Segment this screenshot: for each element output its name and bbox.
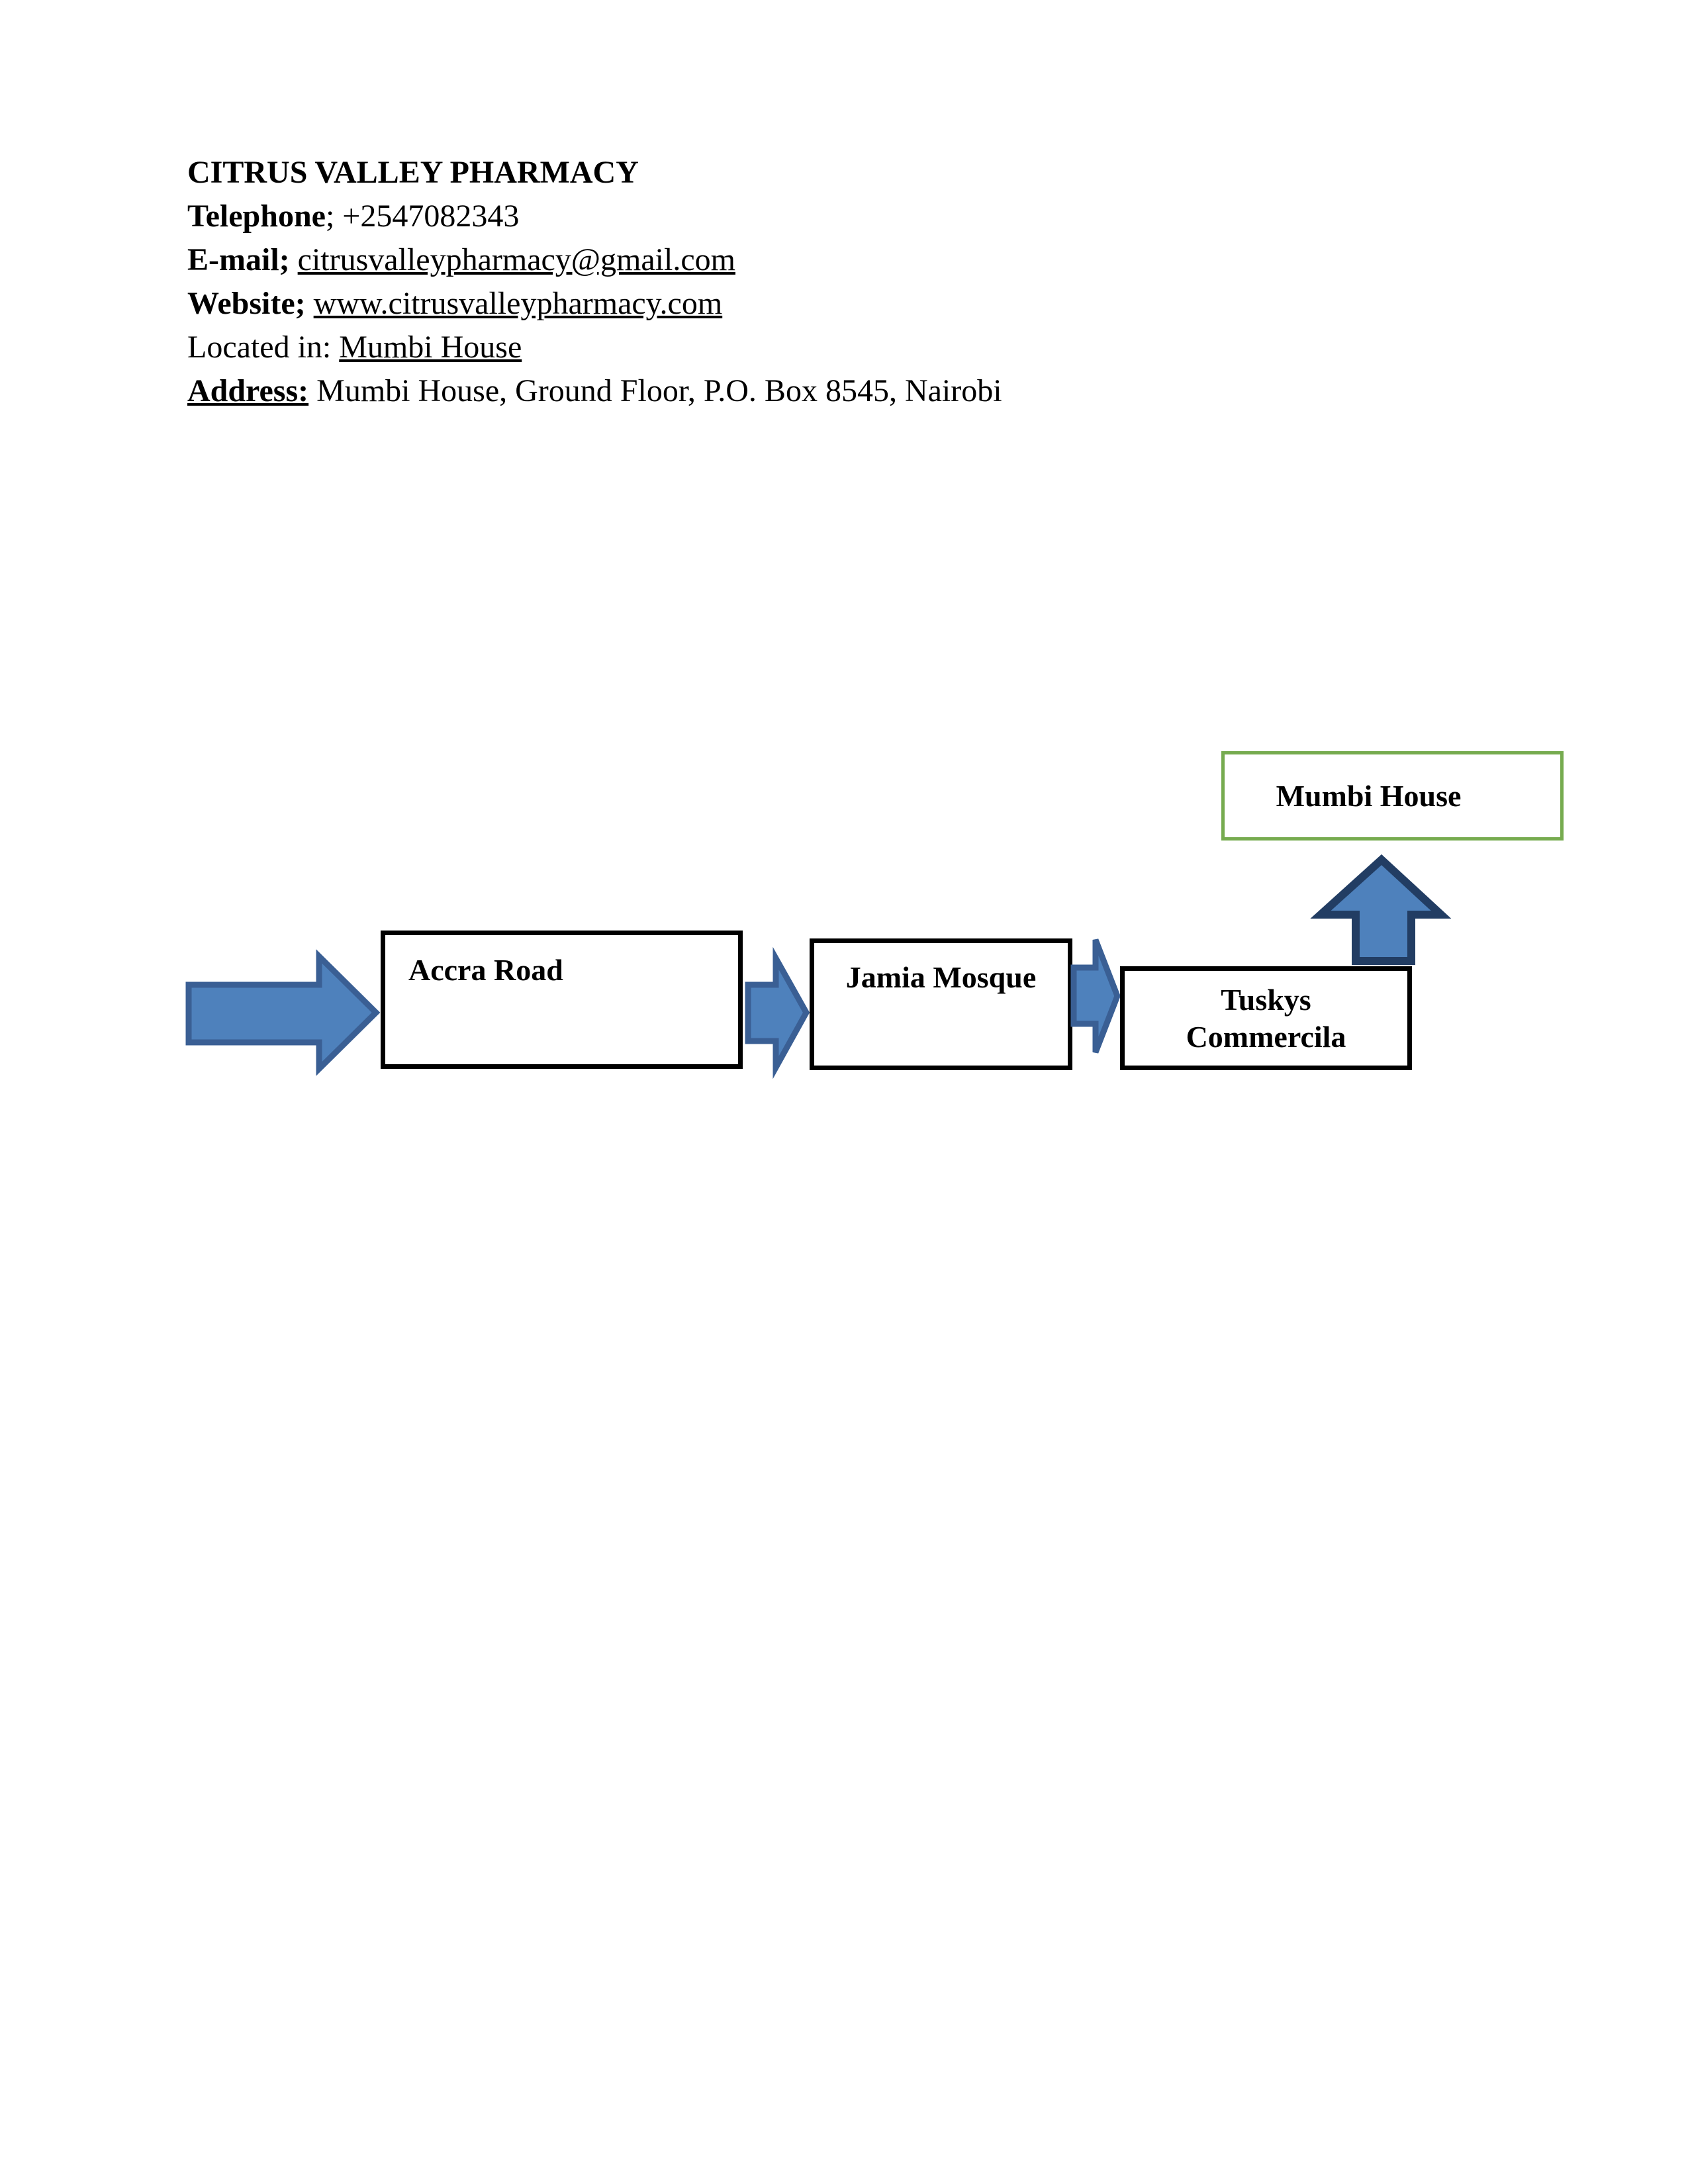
up-arrow-icon — [1310, 854, 1452, 965]
box-jamia-mosque-label: Jamia Mosque — [845, 960, 1037, 994]
destination-box-label: Mumbi House — [1276, 778, 1462, 813]
right-arrow-jamia-to-tuskys-icon — [1070, 938, 1121, 1054]
located-in-value: Mumbi House — [339, 330, 522, 365]
box-accra-road: Accra Road — [381, 931, 743, 1069]
located-in-label: Located in: — [187, 330, 332, 365]
destination-box-mumbi-house: Mumbi House — [1221, 751, 1564, 841]
address-label: Address: — [187, 373, 309, 408]
located-in-line: Located in:Mumbi House — [187, 326, 1002, 369]
right-arrow-accra-to-jamia-icon — [745, 946, 810, 1079]
box-tuskys-commercila: Tuskys Commercila — [1120, 966, 1412, 1070]
email-line: E-mail;citrusvalleypharmacy@gmail.com — [187, 238, 1002, 282]
telephone-label: Telephone — [187, 199, 326, 234]
address-value: Mumbi House, Ground Floor, P.O. Box 8545… — [316, 373, 1002, 408]
website-value: www.citrusvalleypharmacy.com — [313, 286, 723, 321]
start-right-arrow-icon — [185, 949, 381, 1076]
box-accra-road-label: Accra Road — [408, 953, 563, 987]
telephone-value: ; +2547082343 — [325, 199, 520, 234]
box-jamia-mosque: Jamia Mosque — [810, 938, 1072, 1070]
pharmacy-header: CITRUS VALLEY PHARMACY Telephone; +25470… — [187, 151, 1002, 413]
telephone-line: Telephone; +2547082343 — [187, 195, 1002, 238]
website-label: Website; — [187, 286, 306, 321]
website-line: Website;www.citrusvalleypharmacy.com — [187, 282, 1002, 326]
email-value: citrusvalleypharmacy@gmail.com — [297, 242, 735, 277]
email-label: E-mail; — [187, 242, 290, 277]
box-tuskys-commercila-label: Tuskys Commercila — [1186, 982, 1346, 1054]
address-line: Address:Mumbi House, Ground Floor, P.O. … — [187, 369, 1002, 413]
page-title: CITRUS VALLEY PHARMACY — [187, 155, 639, 190]
